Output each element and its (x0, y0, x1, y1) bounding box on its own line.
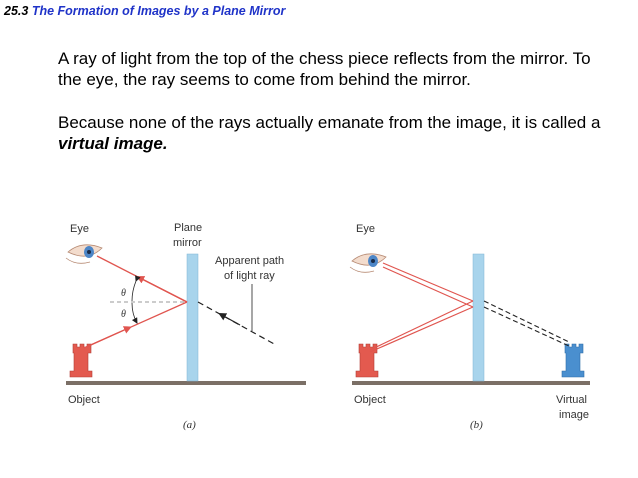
apparent-path-lower (483, 306, 570, 347)
virtual-image-label-line1: Virtual (556, 394, 587, 406)
virtual-image-term: virtual image. (58, 134, 168, 153)
rook-object-icon (355, 343, 379, 378)
incident-ray-upper (369, 300, 474, 351)
reflected-ray-upper (382, 262, 474, 302)
reflected-ray-lower (382, 266, 474, 308)
eye-icon (65, 244, 103, 264)
figure-a: Eye Plane mirror Apparent path of light … (65, 222, 306, 431)
apparent-path-label-line2: of light ray (224, 270, 275, 282)
object-label-a: Object (68, 394, 100, 406)
ground-line-a (66, 381, 306, 385)
plane-mirror-b (472, 253, 485, 382)
theta-incidence: θ (121, 288, 126, 299)
section-number: 25.3 (4, 4, 29, 18)
ground-line-b (352, 381, 590, 385)
paragraph-virtual-image-text: Because none of the rays actually emanat… (58, 113, 601, 132)
virtual-image-label-line2: image (559, 409, 589, 421)
figure-b: Eye Object Virtual image (b) (349, 223, 590, 431)
plane-mirror-a (186, 253, 199, 382)
caption-a: (a) (183, 419, 196, 431)
paragraph-ray-description: A ray of light from the top of the chess… (58, 49, 591, 89)
eye-icon (349, 253, 387, 273)
incident-ray-lower (369, 306, 474, 353)
eye-label-a: Eye (70, 223, 89, 235)
slide-header: 25.3 The Formation of Images by a Plane … (4, 4, 285, 18)
rook-virtual-image-icon (561, 343, 585, 378)
rook-object-icon (69, 343, 93, 378)
section-title: The Formation of Images by a Plane Mirro… (31, 4, 286, 18)
object-label-b: Object (354, 394, 386, 406)
paragraph-virtual-image: Because none of the rays actually emanat… (58, 112, 618, 154)
mirror-label-line2: mirror (173, 237, 202, 249)
apparent-path-label-line1: Apparent path (215, 255, 284, 267)
caption-b: (b) (470, 419, 483, 431)
theta-reflection: θ (121, 309, 126, 320)
apparent-path-upper (483, 300, 570, 343)
eye-label-b: Eye (356, 223, 375, 235)
mirror-label-line1: Plane (174, 222, 202, 234)
